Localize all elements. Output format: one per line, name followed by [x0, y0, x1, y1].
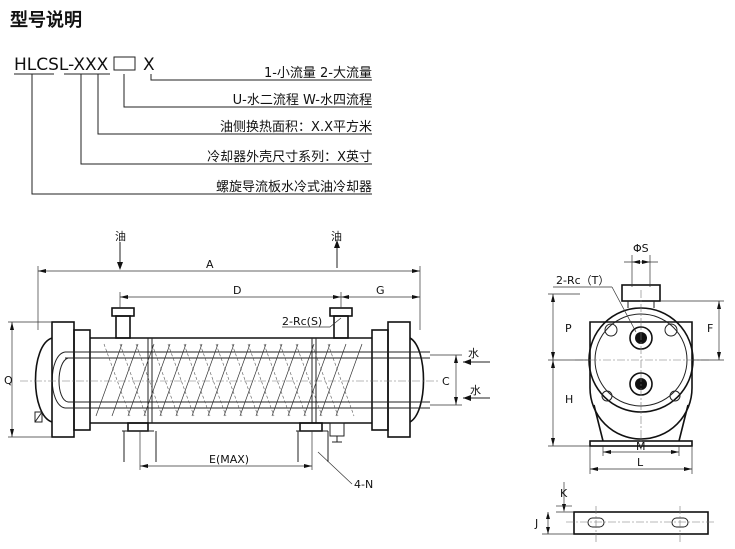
water-port-label: 2-Rc（T）	[556, 274, 609, 287]
water-out-label: 水	[470, 384, 481, 397]
dim-k: K	[560, 487, 568, 500]
dim-q: Q	[4, 374, 13, 387]
side-view-dimensions	[548, 255, 724, 474]
legend-row-1: 1-小流量 2-大流量	[264, 66, 372, 81]
model-box	[113, 56, 136, 71]
dim-m: M	[636, 440, 646, 453]
dim-h: H	[565, 393, 573, 406]
dim-l: L	[637, 456, 644, 469]
cooler-front-view	[20, 307, 440, 462]
bolt-holes-label: 4-N	[354, 478, 373, 491]
dim-j: J	[534, 517, 538, 530]
oil-out-label: 油	[331, 229, 342, 243]
dim-g: G	[376, 284, 385, 297]
dim-c: C	[442, 375, 450, 388]
dim-d: D	[233, 284, 241, 297]
dim-a: A	[206, 258, 214, 271]
oil-in-label: 油	[115, 229, 126, 243]
dim-p: P	[565, 322, 572, 335]
oil-port-label: 2-Rc(S)	[282, 315, 322, 328]
dim-phi-s: ΦS	[633, 242, 649, 255]
legend-row-3: 油侧换热面积：X.X平方米	[220, 119, 372, 135]
page-title: 型号说明	[10, 9, 82, 31]
cooler-side-view	[575, 284, 710, 450]
model-leader-lines	[14, 73, 372, 195]
legend-row-5: 螺旋导流板水冷式油冷却器	[216, 180, 372, 195]
dim-f: F	[707, 322, 713, 335]
base-plate-detail	[542, 482, 716, 542]
model-code: HLCSL-XXX	[14, 55, 109, 75]
dim-e: E(MAX)	[209, 453, 249, 466]
legend-row-2: U-水二流程 W-水四流程	[233, 93, 372, 108]
legend-row-4: 冷却器外壳尺寸系列：X英寸	[207, 150, 372, 165]
water-in-label: 水	[468, 347, 479, 360]
model-suffix: X	[143, 55, 155, 75]
front-view-dimensions	[8, 240, 490, 485]
